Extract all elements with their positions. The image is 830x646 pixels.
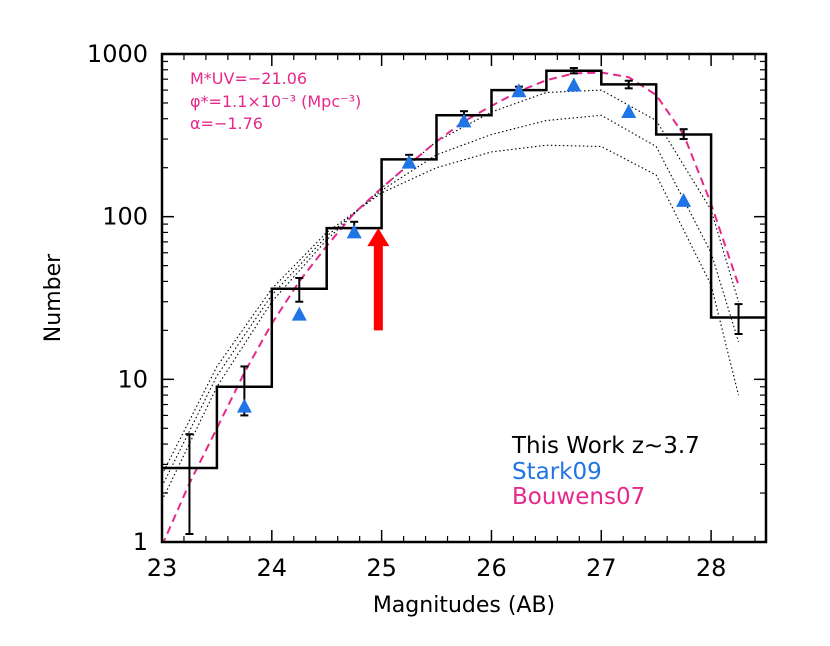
arrow-shaft (373, 244, 383, 331)
x-tick-label: 28 (696, 554, 727, 582)
x-tick-label: 23 (147, 554, 178, 582)
annotation-line-1: M*UV=−21.06 (190, 69, 307, 88)
x-axis-title: Magnitudes (AB) (373, 593, 555, 618)
x-tick-label: 24 (257, 554, 288, 582)
stark09-point (511, 83, 527, 98)
annotation-block: M*UV=−21.06 φ*=1.1×10⁻³ (Mpc⁻³) α=−1.76 (190, 69, 361, 133)
dotted-curve-2 (162, 114, 740, 487)
y-tick-label: 1000 (87, 40, 148, 68)
stark09-point (346, 224, 362, 239)
legend-stark09: Stark09 (512, 459, 602, 485)
stark09-point (621, 104, 637, 118)
stark09-point (236, 398, 252, 413)
annotation-line-2: φ*=1.1×10⁻³ (Mpc⁻³) (190, 92, 361, 111)
y-axis-title: Number (41, 253, 66, 342)
stark09-point (456, 113, 472, 128)
stark09-point (291, 306, 307, 321)
y-tick-label: 100 (102, 203, 148, 231)
x-tick-label: 26 (476, 554, 507, 582)
bouwens07-line (162, 71, 740, 542)
arrow-head (367, 228, 390, 247)
x-tick-label: 25 (366, 554, 397, 582)
plot-frame (160, 52, 768, 544)
legend-bouwens07: Bouwens07 (512, 484, 645, 510)
stark09-point (676, 192, 692, 207)
annotation-line-3: α=−1.76 (190, 114, 263, 133)
dotted-curve-3 (162, 144, 740, 475)
legend-this-work: This Work z~3.7 (511, 433, 700, 459)
stark09-point (566, 77, 582, 92)
y-tick-label: 1 (133, 528, 148, 556)
stark09-point (401, 154, 417, 169)
x-tick-label: 27 (586, 554, 617, 582)
y-tick-label: 10 (117, 365, 148, 393)
legend: This Work z~3.7 Stark09 Bouwens07 (511, 433, 700, 510)
